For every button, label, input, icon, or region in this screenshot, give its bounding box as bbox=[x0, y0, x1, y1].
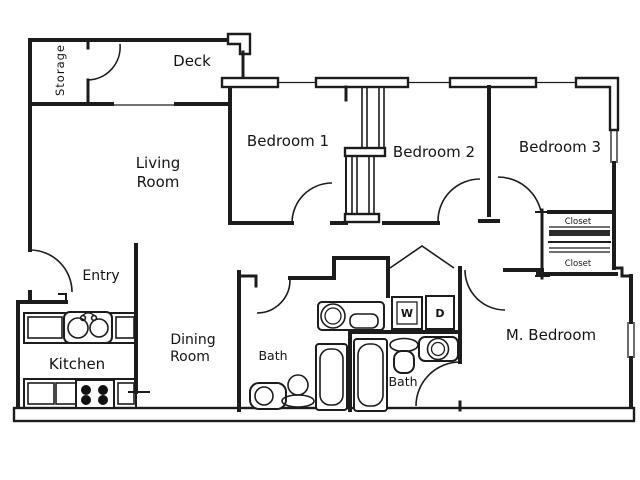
sink-basin bbox=[89, 318, 109, 338]
wall-bar bbox=[448, 76, 538, 89]
bedroom-1-door-arc bbox=[291, 182, 333, 224]
closet-wall bbox=[343, 146, 387, 158]
master-bath-door-arc bbox=[415, 361, 461, 407]
wall-bar bbox=[314, 76, 410, 89]
dining-room-label-line1: Dining bbox=[170, 332, 215, 348]
sink-basin bbox=[426, 337, 450, 361]
kitchen-label: Kitchen bbox=[49, 355, 105, 373]
bedroom-closets bbox=[343, 85, 387, 224]
living-room-label-line1: Living bbox=[136, 154, 181, 172]
living-room: Living Room bbox=[136, 86, 232, 225]
wall-bar bbox=[220, 76, 280, 89]
counter-section bbox=[27, 316, 63, 339]
wall bbox=[332, 256, 390, 280]
bifold-doors bbox=[389, 245, 455, 269]
dryer bbox=[425, 295, 455, 330]
bedroom-3-door-arc bbox=[497, 176, 543, 222]
counter-section bbox=[55, 382, 77, 405]
vanity-sink-inner bbox=[324, 307, 342, 325]
bedroom-2-door-arc bbox=[437, 178, 481, 222]
door-jamb bbox=[237, 274, 258, 288]
bedroom-3-label: Bedroom 3 bbox=[519, 138, 601, 156]
stove-burner bbox=[81, 385, 91, 395]
entry-label: Entry bbox=[82, 268, 119, 284]
bathtub bbox=[353, 338, 388, 412]
sink-basin bbox=[67, 317, 89, 339]
entry-door-arc bbox=[29, 249, 73, 293]
sink-counter bbox=[418, 336, 459, 362]
hall-bath: Bath bbox=[237, 256, 390, 412]
bathtub-inner bbox=[319, 348, 344, 406]
bedroom-1: Bedroom 1 bbox=[228, 132, 348, 225]
washer-label: W bbox=[401, 307, 413, 320]
stove-burner bbox=[81, 395, 91, 405]
master-bedroom: M. Bedroom bbox=[464, 268, 596, 344]
pedestal-sink bbox=[287, 374, 309, 396]
closet-upper-label: Closet bbox=[565, 217, 592, 227]
toilet-bowl bbox=[254, 386, 274, 406]
storage-label: Storage bbox=[53, 44, 67, 96]
closet-doors bbox=[361, 87, 385, 148]
counter-section bbox=[115, 316, 135, 339]
bedroom-1-label: Bedroom 1 bbox=[247, 132, 329, 150]
master-bath: Bath bbox=[348, 330, 462, 412]
laundry-closet: W D bbox=[386, 245, 462, 337]
closet-stack: Closet Closet bbox=[535, 208, 618, 280]
wall-notch bbox=[58, 293, 67, 303]
toilet-tank bbox=[389, 337, 419, 353]
sink-basin-inner bbox=[430, 341, 446, 357]
dining-room: Dining Room bbox=[170, 332, 216, 365]
stove-burner bbox=[98, 395, 108, 405]
kitchen: Kitchen bbox=[23, 311, 137, 409]
toilet bbox=[249, 382, 287, 410]
bedroom-2-label: Bedroom 2 bbox=[393, 143, 475, 161]
hall-bath-door-arc bbox=[256, 279, 291, 314]
closet-wall bbox=[343, 212, 381, 224]
master-bath-label: Bath bbox=[388, 374, 417, 389]
master-bedroom-door-arc bbox=[464, 269, 506, 311]
storage-door-arc bbox=[87, 43, 121, 81]
bedroom-top-wall bbox=[220, 76, 620, 132]
counter-section bbox=[27, 382, 55, 405]
dryer-label: D bbox=[435, 307, 444, 320]
deck-corner-post bbox=[226, 32, 252, 56]
east-wall bbox=[610, 130, 635, 412]
stove-burner bbox=[98, 385, 108, 395]
bathtub-inner bbox=[357, 343, 384, 407]
bedroom-2: Bedroom 2 bbox=[382, 85, 500, 225]
stove bbox=[75, 379, 115, 409]
master-bedroom-label: M. Bedroom bbox=[506, 326, 596, 344]
faucet-knob bbox=[79, 314, 87, 322]
corner-wall-bar bbox=[574, 76, 620, 132]
closet-slider bbox=[549, 230, 610, 236]
closet-slider bbox=[549, 247, 610, 253]
counter-section bbox=[117, 382, 135, 405]
bedroom-3: Bedroom 3 bbox=[497, 138, 601, 222]
washer-inner bbox=[396, 301, 418, 325]
wall-step bbox=[612, 266, 633, 278]
dining-room-label-line2: Room bbox=[170, 349, 210, 365]
storage-room: Storage bbox=[53, 38, 121, 106]
counter-item bbox=[349, 313, 379, 329]
closet-lower-label: Closet bbox=[565, 259, 592, 269]
bathtub bbox=[315, 343, 348, 411]
toilet-bowl bbox=[393, 350, 415, 374]
faucet-knob bbox=[90, 314, 98, 322]
vanity-sink bbox=[320, 303, 346, 329]
living-room-label-line2: Room bbox=[137, 173, 180, 191]
hall-bath-label: Bath bbox=[258, 348, 287, 363]
closet-doors bbox=[351, 156, 375, 214]
deck-label: Deck bbox=[173, 52, 211, 70]
